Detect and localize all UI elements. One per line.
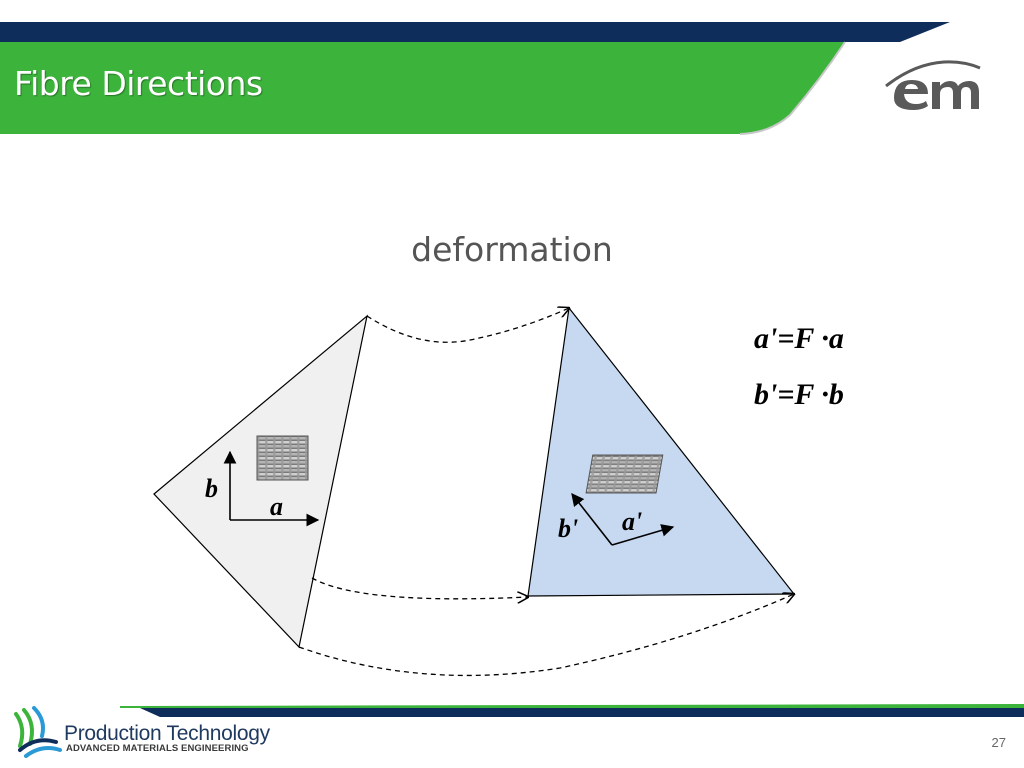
mapping-arrow-bottom: [298, 594, 794, 677]
header-green-edge: [739, 41, 846, 135]
label-deformed-b: b': [558, 514, 579, 543]
initial-element: [153, 314, 368, 649]
footer-green-stripe: [120, 704, 1024, 708]
mapping-arrow-middle: [311, 577, 528, 599]
deformed-vector-a: [611, 524, 675, 546]
equation-a: a'=F ·a: [754, 322, 844, 355]
deformed-element: [527, 306, 796, 597]
page-number: 27: [991, 735, 1006, 750]
deformation-heading: deformation: [411, 230, 613, 269]
footer-band: [120, 704, 1024, 717]
header-band: [0, 22, 950, 135]
footer-division: ADVANCED MATERIALS ENGINEERING: [66, 743, 249, 754]
header-green-bar: [0, 42, 845, 134]
woven-fabric-deformed-icon: [585, 454, 664, 494]
deformed-vector-b: [571, 492, 613, 546]
slide-title: Fibre Directions: [14, 64, 263, 103]
label-initial-a: a: [270, 492, 283, 521]
footer-navy-stripe: [140, 708, 1024, 717]
label-initial-b: b: [205, 474, 218, 503]
label-deformed-a: a': [622, 507, 643, 536]
footer-brand-name: Production Technology: [64, 722, 270, 745]
production-technology-logo-icon: [14, 706, 62, 758]
equation-b: b'=F ·b: [754, 378, 844, 411]
em-logo-icon: [885, 60, 981, 110]
header-navy-stripe: [0, 22, 950, 42]
woven-fabric-icon: [256, 435, 309, 481]
mapping-arrow-top: [366, 308, 569, 343]
